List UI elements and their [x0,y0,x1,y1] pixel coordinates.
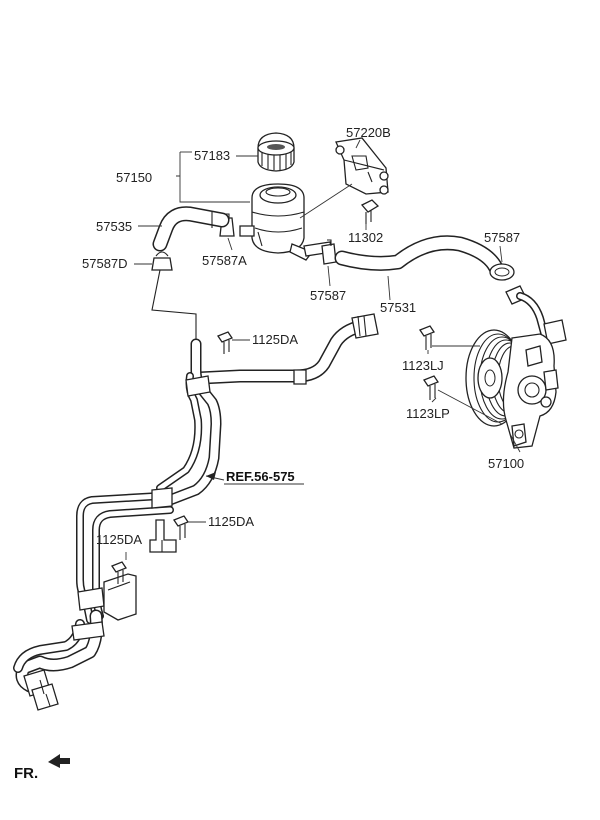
label-11302: 11302 [348,230,383,245]
power-steering-pump [465,329,559,449]
ref-arrow [205,472,304,485]
pump-inlet-pipe [505,285,567,345]
reservoir-bracket [335,137,389,195]
label-57100: 57100 [488,456,524,471]
label-front: FR. [14,765,38,782]
reservoir-tank [239,183,333,261]
label-57183: 57183 [194,148,230,163]
lower-bracket [103,573,137,621]
label-57587a: 57587A [202,253,247,268]
bolt-11302 [360,199,380,224]
leader-lines [125,139,521,560]
bolt-1123lp [423,375,439,400]
label-1123lj: 1123LJ [402,358,444,373]
bolt-1123lj [419,325,435,350]
bolt-1125da-mid [173,515,189,540]
label-57220b: 57220B [346,125,391,140]
label-1125da-left: 1125DA [96,532,142,547]
bolt-1125da-top [217,331,233,354]
label-57535: 57535 [96,219,132,234]
label-57587d: 57587D [82,256,128,271]
clamp-57587-right [489,263,515,281]
label-1123lp: 1123LP [406,406,450,421]
label-1125da-top: 1125DA [252,332,298,347]
label-57587-right: 57587 [484,230,520,245]
return-hose-57531 [334,235,504,276]
reservoir-cap [257,132,295,172]
label-57587-mid: 57587 [310,288,346,303]
label-ref: REF.56-575 [226,469,295,484]
suction-hose-57535 [152,206,230,252]
clamp-57587d [151,251,173,271]
front-arrow [48,754,70,768]
pressure-line-upper [193,313,379,385]
label-1125da-mid: 1125DA [208,514,254,529]
label-57531: 57531 [380,300,416,315]
line-clip-bracket [149,519,177,553]
bolt-1125da-left [111,561,127,584]
label-57150: 57150 [116,170,152,185]
steering-lines [13,338,222,711]
